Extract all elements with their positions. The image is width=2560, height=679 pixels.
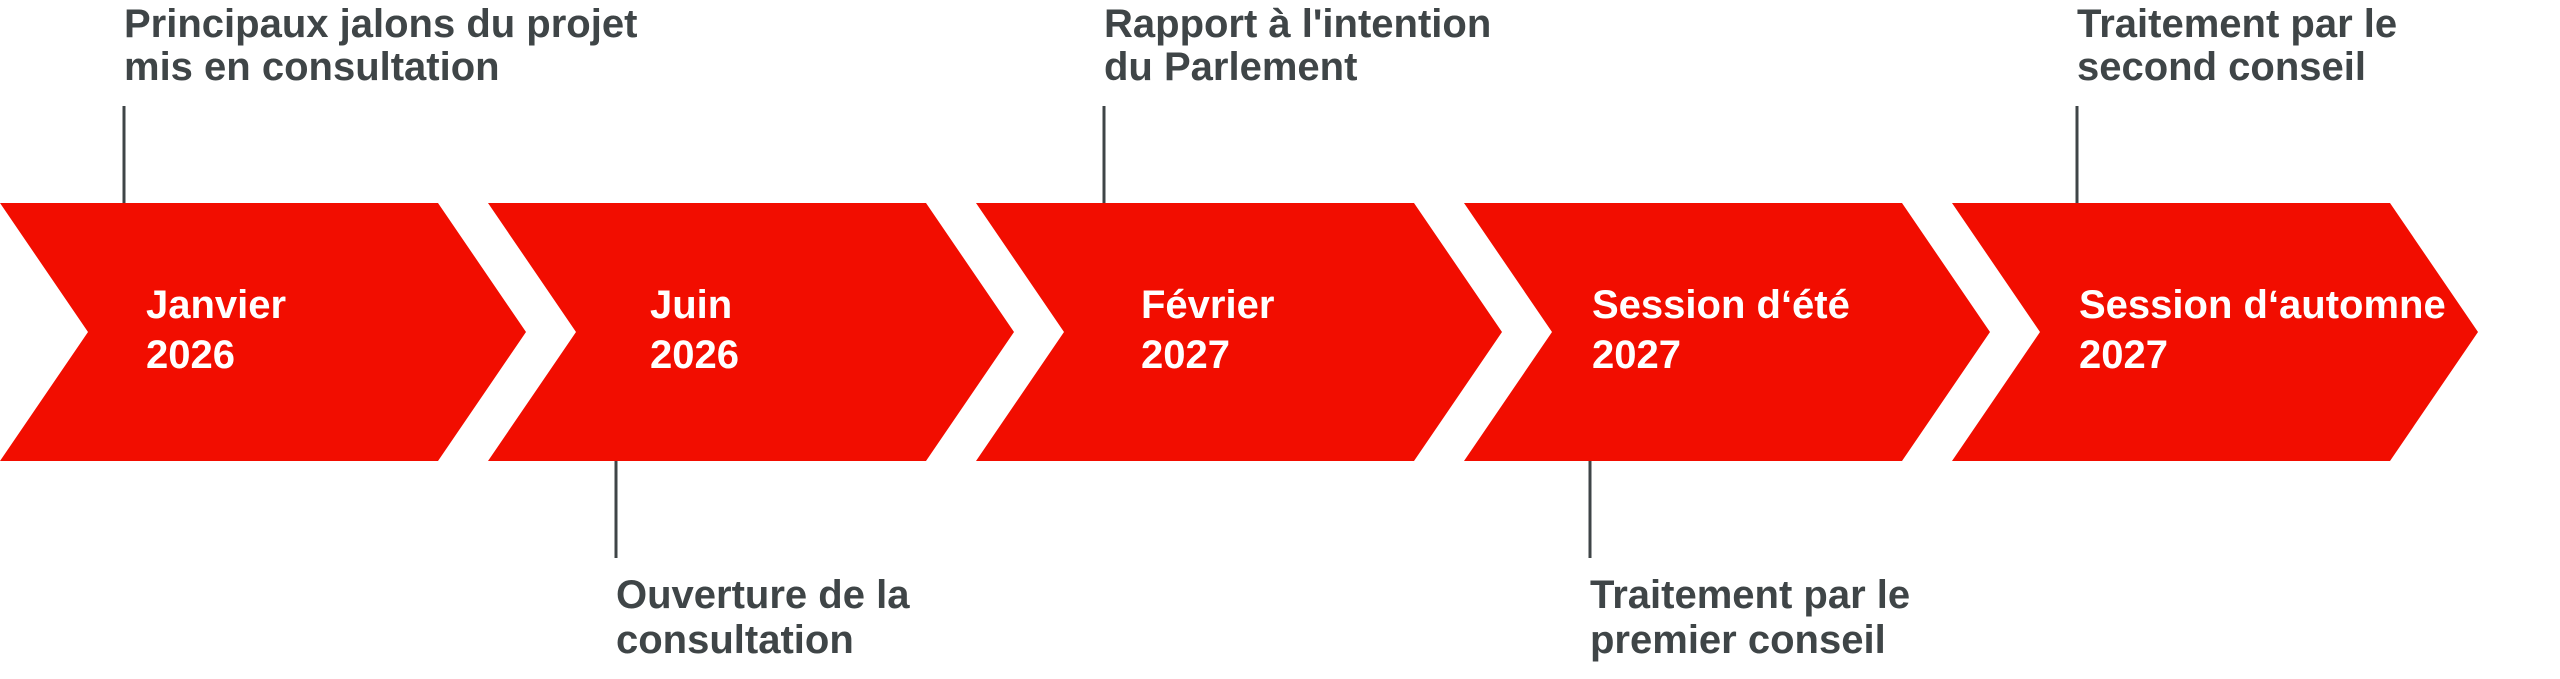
timeline-stage: Février 2027 xyxy=(976,203,1502,461)
stage-period-label: Session d‘été xyxy=(1592,283,1850,327)
milestone-label-line: Traitement par le xyxy=(1590,573,1910,617)
stage-year-label: 2026 xyxy=(146,333,235,377)
stage-period-label: Session d‘automne xyxy=(2079,283,2446,327)
milestone-label-line: Rapport à l'intention xyxy=(1104,2,1491,46)
milestone-label-line: Traitement par le xyxy=(2077,2,2397,46)
stage-period-label: Juin xyxy=(650,283,732,327)
timeline-stage: Janvier 2026 xyxy=(0,203,526,461)
stage-chevron xyxy=(0,203,526,461)
stage-year-label: 2026 xyxy=(650,333,739,377)
stage-chevron xyxy=(1464,203,1990,461)
stage-period-label: Février xyxy=(1141,283,1274,327)
stage-year-label: 2027 xyxy=(2079,333,2168,377)
milestone-label-line: premier conseil xyxy=(1590,618,1886,662)
timeline-stage: Juin 2026 xyxy=(488,203,1014,461)
milestone-label-line: second conseil xyxy=(2077,45,2366,89)
stage-year-label: 2027 xyxy=(1141,333,1230,377)
milestone-label-line: du Parlement xyxy=(1104,45,1357,89)
milestone-label-line: Principaux jalons du projet xyxy=(124,2,637,46)
milestone-label-line: Ouverture de la xyxy=(616,573,910,617)
stage-year-label: 2027 xyxy=(1592,333,1681,377)
stage-chevron xyxy=(488,203,1014,461)
milestone-label-line: consultation xyxy=(616,618,854,662)
stage-chevron xyxy=(1952,203,2478,461)
timeline-stage: Session d‘été 2027 xyxy=(1464,203,1990,461)
timeline-stage: Session d‘automne 2027 xyxy=(1952,203,2478,461)
stage-period-label: Janvier xyxy=(146,283,286,327)
milestone-label-line: mis en consultation xyxy=(124,45,500,89)
stage-chevron xyxy=(976,203,1502,461)
